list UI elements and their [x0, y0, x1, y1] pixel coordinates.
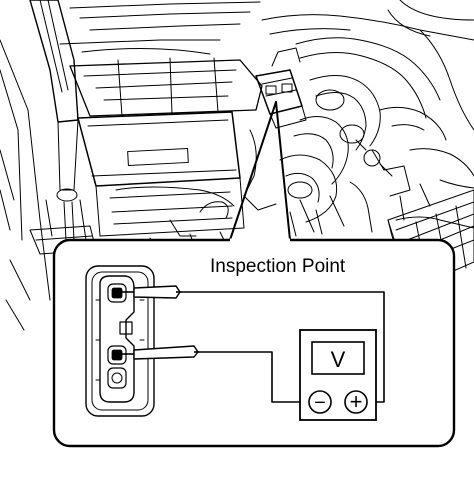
negative-wire [200, 351, 316, 403]
positive-symbol: + [350, 389, 363, 414]
center-components [243, 129, 373, 237]
positive-terminal [344, 390, 368, 414]
voltmeter-symbol: V [331, 347, 346, 372]
battery-box [77, 111, 245, 237]
intake-cover [69, 57, 263, 117]
callout-title: Inspection Point [210, 256, 346, 277]
negative-terminal [308, 390, 332, 414]
connector [85, 265, 155, 417]
engine-hoses [261, 0, 474, 229]
voltmeter-display [311, 341, 365, 375]
left-fender [0, 39, 51, 331]
callout-leader-lines [229, 101, 291, 241]
lower-probe [120, 345, 200, 360]
hood-support-strut [29, 0, 79, 241]
upper-probe [120, 285, 182, 299]
negative-symbol: − [314, 392, 326, 414]
hood-seal [59, 1, 261, 55]
inspection-module [255, 47, 307, 129]
voltmeter [299, 329, 377, 421]
